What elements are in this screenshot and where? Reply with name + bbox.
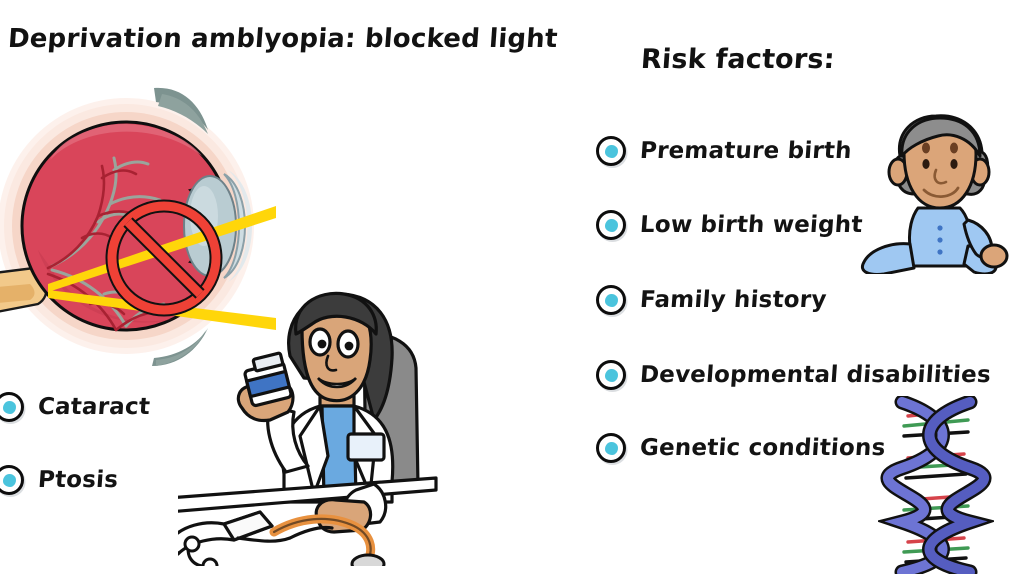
eye-muscle-lower-shape-2 — [156, 330, 206, 366]
optic-nerve-core — [0, 284, 35, 303]
list-item-label: Developmental disabilities — [639, 362, 992, 388]
retina-highlight — [50, 124, 202, 160]
eye-bullet-icon — [596, 285, 626, 315]
baby-eye-left — [922, 159, 930, 169]
list-item[interactable]: Genetic conditions — [596, 433, 887, 463]
eye-bullet-icon — [0, 465, 24, 495]
baby-onesie-button-3 — [937, 249, 943, 255]
baby-onesie-button-2 — [937, 237, 943, 243]
dna-strand-a-fill — [882, 397, 948, 577]
list-item[interactable]: Ptosis — [0, 465, 120, 495]
list-item-label: Premature birth — [639, 138, 853, 164]
prohibition-sign — [105, 199, 223, 317]
baby-smile — [922, 186, 960, 198]
eye-muscle-lower-shape — [152, 328, 208, 366]
eye-bullet-icon — [596, 136, 626, 166]
stethoscope-tube-outline — [272, 517, 372, 562]
list-item[interactable]: Low birth weight — [596, 210, 863, 240]
stethoscope-earpiece-right — [201, 557, 219, 575]
eye-bullet-icon — [0, 392, 24, 422]
list-item-label: Low birth weight — [639, 212, 864, 238]
baby-onesie-button-1 — [937, 225, 943, 231]
risk-factors-list: Premature birth Low birth weight Family … — [596, 128, 992, 478]
list-item-label: Cataract — [37, 394, 151, 420]
stethoscope-earpiece-left — [183, 535, 201, 553]
list-item-label: Genetic conditions — [639, 435, 887, 461]
list-item[interactable]: Developmental disabilities — [596, 360, 992, 390]
baby-hair-fringe — [900, 116, 982, 158]
list-item[interactable]: Family history — [596, 285, 827, 315]
baby-eye-right — [950, 159, 958, 169]
list-item-label: Ptosis — [37, 467, 120, 493]
baby-illustration — [856, 104, 1024, 276]
doctor-pupil-left — [317, 339, 327, 349]
doctor-at-desk-illustration — [166, 286, 448, 575]
baby-leg-left — [861, 242, 916, 276]
pill-bottle-label — [245, 369, 291, 399]
stethoscope-chestpiece — [350, 553, 386, 575]
doctor-smile — [317, 376, 357, 389]
cornea-outer — [228, 170, 252, 282]
open-book-page — [222, 510, 274, 542]
causes-list: Cataract Ptosis — [0, 390, 254, 520]
eye-bullet-icon — [596, 210, 626, 240]
baby-eyebrow-right — [950, 142, 958, 154]
baby-eyebrow-left — [922, 142, 930, 154]
doctor-nose — [325, 354, 338, 372]
list-item-label: Family history — [639, 287, 828, 313]
doctor-pupil-right — [344, 341, 354, 351]
doctor-hair-fringe — [294, 291, 378, 336]
left-panel-title: Deprivation amblyopia: blocked light — [6, 24, 559, 54]
risk-factors-title: Risk factors: — [639, 44, 836, 75]
eye-muscle-upper-shape-2 — [158, 94, 208, 134]
dna-strand-b-fill — [924, 397, 990, 577]
name-badge — [346, 432, 386, 462]
eye-bullet-icon — [596, 360, 626, 390]
baby-hand — [979, 243, 1009, 269]
list-item[interactable]: Premature birth — [596, 136, 853, 166]
baby-nose — [933, 168, 948, 185]
eye-cross-section-diagram — [0, 78, 276, 378]
cornea — [223, 173, 246, 279]
pill-bottle-cap — [251, 351, 285, 373]
dna-double-helix-illustration — [875, 394, 997, 578]
baby-onesie — [908, 206, 972, 268]
list-item[interactable]: Cataract — [0, 392, 151, 422]
eye-bullet-icon — [596, 433, 626, 463]
